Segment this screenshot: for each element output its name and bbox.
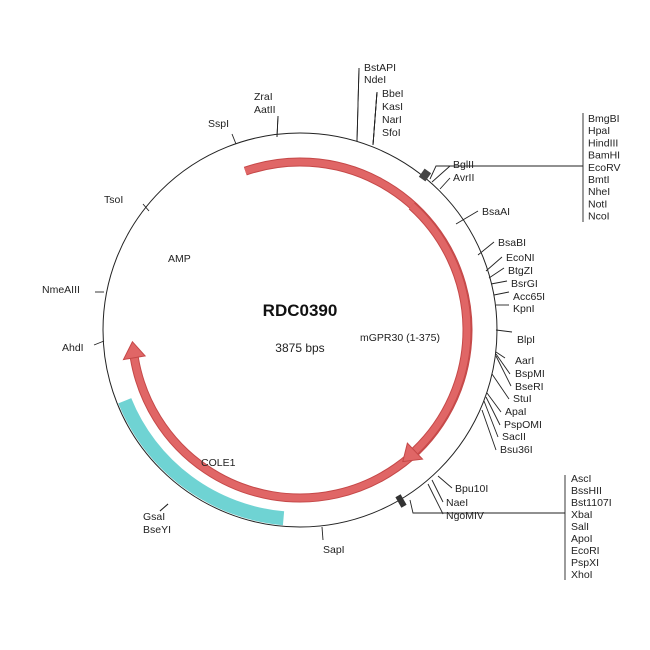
site-label[interactable]: SfoI [382, 127, 401, 139]
site-label[interactable]: ApaI [505, 406, 527, 418]
site-tick [439, 177, 451, 190]
site-tick [486, 392, 502, 413]
site-tick [483, 400, 499, 438]
site-label[interactable]: StuI [513, 393, 532, 405]
site-label[interactable]: KasI [382, 101, 403, 113]
site-label[interactable]: PspOMI [504, 419, 542, 431]
site-label[interactable]: SacII [502, 431, 526, 443]
cole1-feature [118, 398, 285, 526]
site-label[interactable]: Acc65I [513, 291, 545, 303]
site-tick [437, 475, 453, 489]
site-label[interactable]: AarI [515, 355, 534, 367]
site-label[interactable]: BlpI [517, 334, 535, 346]
site-label[interactable]: Bsu36I [500, 444, 533, 456]
mcs1-site-label[interactable]: HpaI [588, 125, 610, 137]
mcs2-site-label[interactable]: ApoI [571, 533, 593, 545]
site-label[interactable]: KpnI [513, 303, 535, 315]
mcs2-site-label[interactable]: SalI [571, 521, 589, 533]
site-label[interactable]: BseRI [515, 381, 544, 393]
mcs1-site-label[interactable]: HindIII [588, 137, 618, 149]
site-label[interactable]: NarI [382, 114, 402, 126]
site-label[interactable]: BbeI [382, 88, 404, 100]
mcs1-site-label[interactable]: BamHI [588, 150, 620, 162]
site-label[interactable]: AhdI [62, 342, 84, 354]
mcs1-site-label[interactable]: EcoRV [588, 162, 621, 174]
feature-label-mgpr30: mGPR30 (1-375) [360, 332, 440, 344]
mcs2-site-label[interactable]: XhoI [571, 569, 593, 581]
mcs1-site-label[interactable]: NheI [588, 186, 610, 198]
site-tick [488, 267, 505, 279]
feature-label-amp: AMP [168, 253, 191, 265]
site-tick [491, 373, 510, 400]
mcs1-site-label[interactable]: BmgBI [588, 113, 620, 125]
mcs2-leader [409, 499, 565, 514]
site-tick [495, 351, 506, 359]
mcs2-site-label[interactable]: EcoRI [571, 545, 600, 557]
mcs1-cluster-icon [418, 168, 432, 182]
site-label[interactable]: Bpu10I [455, 483, 488, 495]
mcs1-site-label[interactable]: NotI [588, 198, 607, 210]
mcs2-site-label[interactable]: AscI [571, 473, 591, 485]
site-label[interactable]: NgoMIV [446, 510, 484, 522]
mcs2-site-label[interactable]: PspXI [571, 557, 599, 569]
site-tick [485, 396, 501, 426]
site-label[interactable]: BsaBI [498, 237, 526, 249]
site-tick [481, 409, 497, 451]
site-tick [495, 329, 513, 333]
site-tick [372, 91, 378, 146]
site-label[interactable]: BseYI [143, 524, 171, 536]
site-tick [431, 479, 444, 503]
site-tick [431, 165, 451, 183]
site-tick [159, 503, 169, 512]
site-label[interactable]: AvrII [453, 172, 474, 184]
site-label[interactable]: ZraI [254, 91, 273, 103]
site-tick [427, 483, 444, 515]
site-tick [493, 291, 510, 296]
site-label[interactable]: BglII [453, 159, 474, 171]
mcs2-site-label[interactable]: Bst1107I [571, 497, 612, 509]
site-tick [321, 526, 324, 541]
mgpr30-arrow [409, 203, 471, 454]
site-label[interactable]: NmeAIII [42, 284, 80, 296]
site-tick [477, 241, 495, 256]
site-label[interactable]: BstAPI [364, 62, 396, 74]
site-label[interactable]: BtgZI [508, 265, 533, 277]
mgpr30-arrowhead-icon [402, 442, 424, 463]
mcs1-leader [429, 165, 583, 180]
site-tick [455, 210, 479, 225]
mcs1-site-label[interactable]: NcoI [588, 211, 610, 223]
site-label[interactable]: SapI [323, 544, 345, 556]
site-tick [93, 340, 105, 346]
mcs1-site-label[interactable]: BmtI [588, 174, 610, 186]
site-label[interactable]: AatII [254, 104, 276, 116]
site-label[interactable]: SspI [208, 118, 229, 130]
feature-label-cole1: COLE1 [201, 457, 236, 469]
site-tick [485, 256, 503, 272]
plasmid-name: RDC0390 [263, 301, 338, 320]
site-label[interactable]: NdeI [364, 74, 386, 86]
site-tick [495, 355, 512, 387]
site-label[interactable]: GsaI [143, 511, 165, 523]
site-tick [490, 280, 508, 285]
mcs2-cluster-icon [395, 494, 407, 508]
site-label[interactable]: BspMI [515, 368, 545, 380]
site-tick [356, 67, 360, 142]
site-tick [142, 203, 150, 212]
plasmid-size: 3875 bps [275, 341, 324, 355]
site-label[interactable]: EcoNI [506, 252, 535, 264]
site-label[interactable]: TsoI [104, 194, 123, 206]
amp-arrowhead-icon [122, 340, 147, 361]
site-label[interactable]: BsrGI [511, 278, 538, 290]
mcs2-site-label[interactable]: BssHII [571, 485, 602, 497]
site-tick [276, 115, 279, 138]
site-tick [495, 353, 511, 375]
mcs2-site-label[interactable]: XbaI [571, 509, 593, 521]
site-tick [231, 133, 237, 145]
site-label[interactable]: BsaAI [482, 206, 510, 218]
site-label[interactable]: NaeI [446, 497, 468, 509]
